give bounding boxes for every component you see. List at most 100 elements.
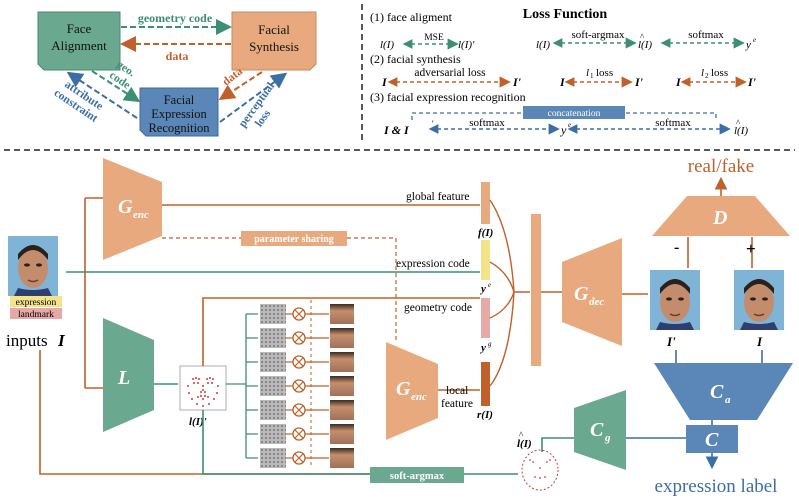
- concatenation-text: concatenation: [548, 109, 601, 119]
- inputs-I: I: [57, 331, 66, 350]
- f-I-label: f(I): [478, 227, 493, 239]
- sym-lI-2: l(I): [536, 39, 550, 51]
- l2-symbol: l: [701, 67, 704, 79]
- inputs-label: inputs: [6, 331, 48, 350]
- local-patches: [260, 300, 354, 468]
- patch-row: [260, 424, 354, 444]
- L-label: L: [117, 367, 130, 389]
- geometry-code-label: geometry code: [404, 302, 472, 314]
- D-label: D: [712, 207, 727, 229]
- discriminator-D: [652, 196, 790, 236]
- gdec-sub: dec: [589, 296, 604, 308]
- real-fake-label: real/fake: [688, 156, 754, 177]
- soft-argmax-text: soft-argmax: [390, 471, 445, 482]
- sym-Ip-adv: I': [512, 75, 522, 89]
- genc-local-encoder: [386, 342, 438, 440]
- l1-sub: 1: [590, 72, 594, 80]
- sym-ye-2: y: [560, 123, 567, 137]
- sym-I-adv: I: [381, 75, 388, 89]
- l2-sub: 2: [705, 72, 709, 80]
- patch-row: [260, 448, 354, 468]
- patch-row: [260, 352, 354, 372]
- Cg-sub: g: [604, 432, 611, 444]
- classifier-C: [686, 425, 738, 453]
- lhat-to-Cg-line: [541, 437, 574, 452]
- minus-sign: -: [674, 239, 679, 256]
- loss-function-panel: Loss Function (1) face aligment l(I) MSE…: [370, 7, 757, 137]
- global-feature-label: global feature: [406, 191, 470, 203]
- l1-symbol: l: [586, 67, 589, 79]
- loss-item-2: (2) facial synthesis: [370, 52, 461, 66]
- mse-text: MSE: [424, 33, 444, 43]
- sym-lhat-1: l(I): [638, 39, 652, 51]
- sym-lI-1: l(I): [380, 39, 394, 51]
- l1-loss-text: loss: [596, 67, 613, 79]
- geometry-code-vector: [481, 298, 490, 338]
- expression-label-text: expression label: [655, 476, 778, 497]
- geometry-code-text: geometry code: [138, 11, 213, 25]
- concat-bracket: [411, 112, 717, 120]
- sym-Ip-tick: ': [432, 119, 434, 129]
- softmax-text-left: softmax: [469, 117, 505, 129]
- perceptual-loss-text: perceptualloss: [237, 81, 288, 138]
- landmark-tag-text: landmark: [18, 310, 54, 320]
- patch-row: [260, 376, 354, 396]
- concatenated-vector: [531, 214, 541, 366]
- lhat-landmark: [521, 449, 559, 491]
- main-framework: expression landmark inputs I G enc param…: [6, 156, 793, 497]
- sym-I-and-Ip: I & I: [383, 123, 410, 137]
- attribute-constraint-arrow: [66, 71, 138, 119]
- patch-row: [260, 328, 354, 348]
- y-g-label: y: [479, 342, 486, 354]
- patch-row: [260, 304, 354, 324]
- plus-sign: +: [746, 239, 756, 258]
- y-e-label: y: [479, 283, 486, 295]
- parameter-sharing-box: [241, 231, 347, 246]
- sym-ye-2-sup: e: [568, 121, 571, 129]
- lhat-label: l(I): [517, 438, 532, 450]
- concatenation-box: [523, 106, 625, 119]
- sym-I-l1: I: [559, 75, 566, 89]
- landmark-network-L: [103, 318, 154, 432]
- fer-box: [139, 87, 219, 137]
- real-face-image: [733, 269, 785, 331]
- merge-lines: [489, 199, 530, 387]
- soft-argmax-box: [370, 467, 464, 483]
- I-label: I: [756, 334, 763, 349]
- r-I-label: r(I): [477, 409, 493, 421]
- parameter-sharing-text: parameter sharing: [254, 234, 334, 245]
- adversarial-loss-text: adversarial loss: [414, 67, 486, 79]
- genc-label: G: [118, 196, 133, 218]
- softmax-text-right: softmax: [655, 117, 691, 129]
- l2-loss-text: loss: [711, 67, 728, 79]
- face-alignment-box: [37, 11, 121, 71]
- patch-row: [260, 400, 354, 420]
- loss-item-1: (1) face aligment: [370, 10, 453, 24]
- gdec-label: G: [574, 283, 589, 305]
- expression-code-label: expression code: [396, 258, 470, 270]
- hat-mark-1: ^: [640, 32, 645, 42]
- y-e-sup: e: [488, 281, 491, 289]
- l-I-prime-label: l(I)': [189, 416, 207, 428]
- facial-synthesis-box: [231, 11, 317, 71]
- genc2-label: G: [396, 378, 411, 400]
- input-to-genc-line: [84, 197, 103, 388]
- sym-Ip-l1: I': [634, 75, 644, 89]
- attribute-constraint-text: attributeconstraint: [52, 76, 107, 125]
- data-text-top: data: [166, 49, 189, 63]
- global-feature-vector: [481, 182, 490, 224]
- expression-tag-text: expression: [16, 298, 57, 308]
- expression-code-vector: [481, 240, 490, 280]
- perceptual-loss-arrow: [219, 72, 288, 123]
- patch-fanout: [226, 313, 258, 459]
- classifier-Cg: [574, 390, 626, 470]
- C-label: C: [705, 429, 719, 451]
- landmark-tag: [10, 308, 62, 319]
- Ca-label: C: [710, 381, 724, 403]
- soft-argmax-text-top: soft-argmax: [572, 29, 625, 41]
